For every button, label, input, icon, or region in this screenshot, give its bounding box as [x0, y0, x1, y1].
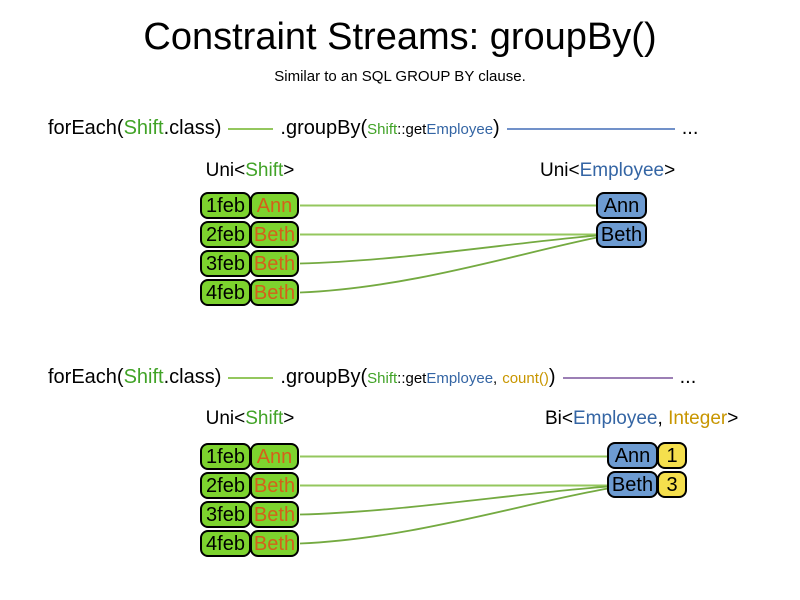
source-table-header: Uni<Shift>	[200, 160, 300, 182]
group-count-cell: 1	[657, 442, 687, 469]
header-open: Bi<	[545, 408, 573, 429]
shift-employee-cell: Beth	[250, 472, 299, 499]
code-arg-type: Employee	[426, 121, 494, 138]
header-close: >	[664, 160, 676, 181]
page-title: Constraint Streams: groupBy()	[143, 16, 657, 58]
table-row: 4feb Beth	[200, 530, 299, 557]
shift-employee-cell: Beth	[250, 279, 299, 306]
result-table-header: Bi<Employee, Integer>	[545, 408, 738, 430]
code-ellipsis: ...	[681, 117, 699, 139]
code-groupby-close: )	[548, 366, 556, 388]
shift-date-cell: 1feb	[200, 192, 251, 219]
code-line-groupby: forEach(Shift.class) .groupBy(Shift::get…	[48, 117, 698, 140]
code-foreach-close: .class)	[163, 366, 222, 388]
code-arg-collector: count()	[502, 370, 549, 387]
table-row: Beth 3	[607, 471, 687, 498]
source-table: 1feb Ann 2feb Beth 3feb Beth 4feb Beth	[200, 443, 299, 557]
shift-date-cell: 3feb	[200, 250, 251, 277]
code-separator: ,	[493, 370, 498, 387]
code-line-groupby-count: forEach(Shift.class) .groupBy(Shift::get…	[48, 366, 696, 389]
code-arg-method: ::get	[397, 121, 427, 138]
group-employee-cell: Ann	[607, 442, 658, 469]
header-type: Employee	[579, 160, 665, 181]
shift-employee-cell: Beth	[250, 501, 299, 528]
result-table-header: Uni<Employee>	[540, 160, 675, 182]
shift-date-cell: 3feb	[200, 501, 251, 528]
code-arg-method: ::get	[397, 370, 427, 387]
shift-date-cell: 2feb	[200, 472, 251, 499]
shift-date-cell: 4feb	[200, 530, 251, 557]
shift-date-cell: 2feb	[200, 221, 251, 248]
code-arg-class: Shift	[367, 370, 398, 387]
code-foreach-close: .class)	[163, 117, 222, 139]
code-arg-type: Employee	[426, 370, 494, 387]
shift-employee-cell: Ann	[250, 443, 299, 470]
shift-employee-cell: Beth	[250, 221, 299, 248]
result-table: Ann 1 Beth 3	[607, 442, 687, 498]
header-type1: Employee	[573, 408, 658, 429]
table-row: 4feb Beth	[200, 279, 299, 306]
table-row: 1feb Ann	[200, 192, 299, 219]
code-foreach-type: Shift	[123, 117, 164, 139]
code-foreach-open: forEach(	[48, 117, 124, 139]
stream-line-green	[228, 376, 274, 379]
header-open: Uni<	[205, 408, 246, 429]
source-table-header: Uni<Shift>	[200, 408, 300, 430]
shift-date-cell: 4feb	[200, 279, 251, 306]
source-table: 1feb Ann 2feb Beth 3feb Beth 4feb Beth	[200, 192, 299, 306]
code-arg-class: Shift	[367, 121, 398, 138]
table-row: Beth	[596, 221, 647, 248]
stream-line-blue	[506, 127, 675, 130]
line-shift3-to-beth3	[299, 485, 609, 516]
shift-employee-cell: Ann	[250, 192, 299, 219]
code-foreach-type: Shift	[123, 366, 164, 388]
table-row: 2feb Beth	[200, 221, 299, 248]
header-open: Uni<	[540, 160, 580, 181]
table-row: 3feb Beth	[200, 501, 299, 528]
line-shift4-to-beth3	[299, 487, 609, 545]
header-close: >	[727, 408, 739, 429]
table-row: Ann 1	[607, 442, 687, 469]
table-row: Ann	[596, 192, 647, 219]
group-employee-cell: Beth	[596, 221, 647, 248]
code-groupby-open: .groupBy(	[280, 366, 368, 388]
table-row: 2feb Beth	[200, 472, 299, 499]
group-employee-cell: Beth	[607, 471, 658, 498]
result-table: Ann Beth	[596, 192, 647, 248]
table-row: 1feb Ann	[200, 443, 299, 470]
shift-employee-cell: Beth	[250, 530, 299, 557]
group-count-cell: 3	[657, 471, 687, 498]
header-type: Shift	[245, 160, 284, 181]
stream-line-purple	[562, 376, 673, 379]
code-ellipsis: ...	[679, 366, 697, 388]
header-type: Shift	[245, 408, 284, 429]
header-close: >	[283, 408, 295, 429]
code-foreach-open: forEach(	[48, 366, 124, 388]
line-shift3-to-beth	[299, 234, 598, 265]
header-separator: ,	[657, 408, 669, 429]
shift-employee-cell: Beth	[250, 250, 299, 277]
line-shift4-to-beth	[299, 236, 598, 294]
table-row: 3feb Beth	[200, 250, 299, 277]
group-employee-cell: Ann	[596, 192, 647, 219]
header-type2: Integer	[668, 408, 728, 429]
subtitle: Similar to an SQL GROUP BY clause.	[274, 68, 526, 85]
header-close: >	[283, 160, 295, 181]
code-groupby-open: .groupBy(	[280, 117, 368, 139]
header-open: Uni<	[205, 160, 246, 181]
stream-line-green	[228, 127, 274, 130]
shift-date-cell: 1feb	[200, 443, 251, 470]
code-groupby-close: )	[493, 117, 500, 139]
